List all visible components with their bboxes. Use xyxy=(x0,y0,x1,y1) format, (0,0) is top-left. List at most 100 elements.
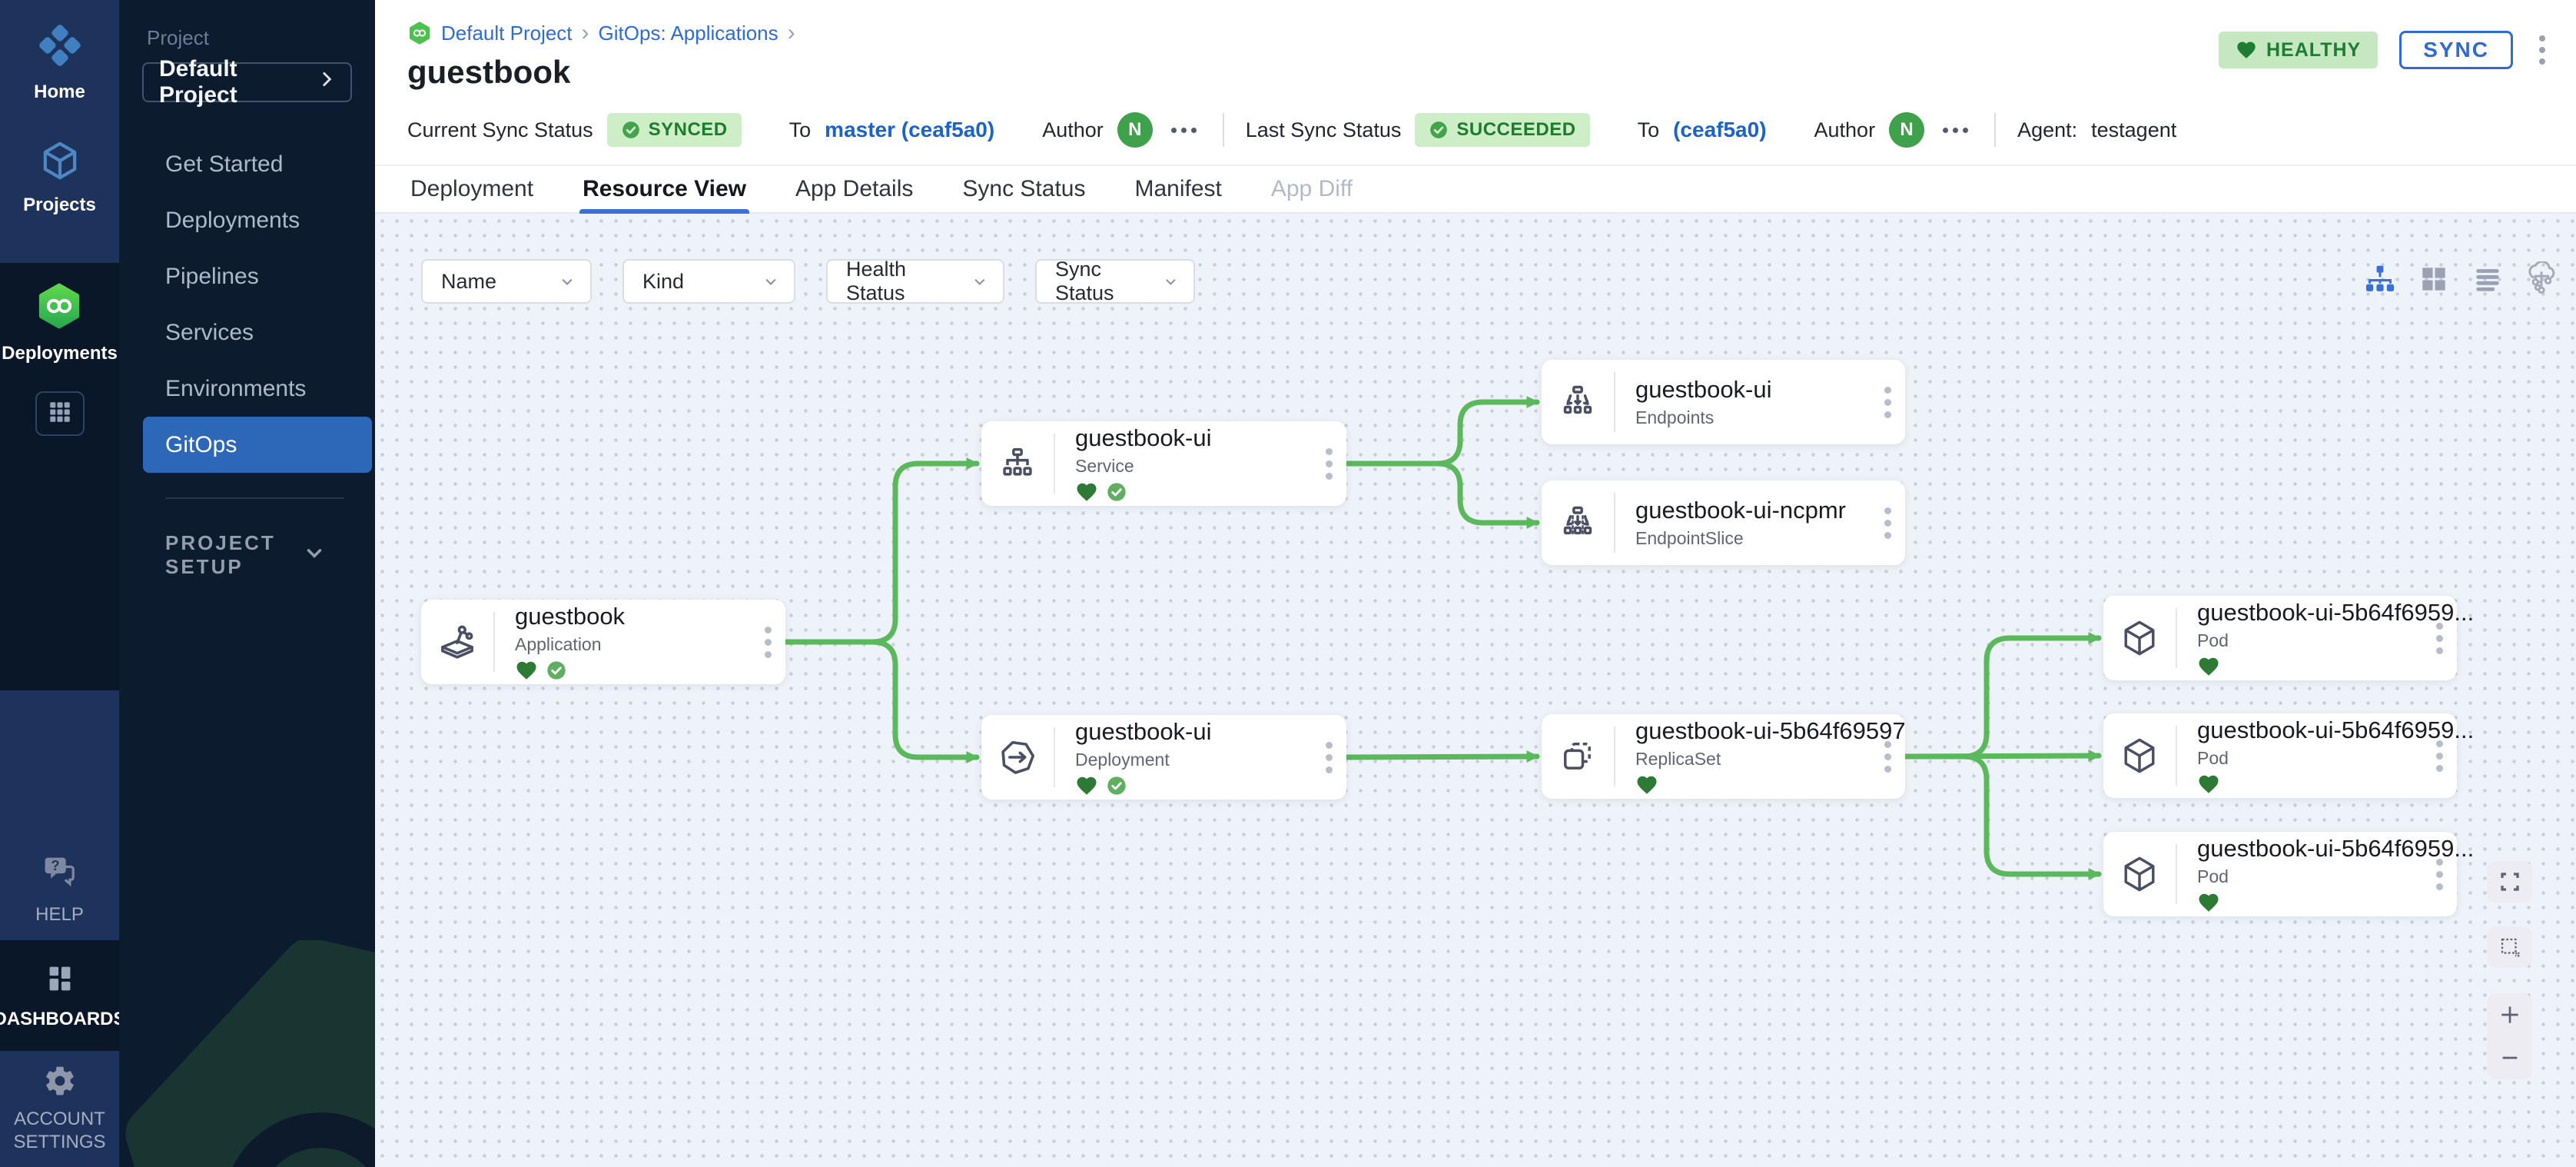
node-deployment-guestbook-ui[interactable]: guestbook-ui Deployment xyxy=(981,715,1346,800)
cube-icon xyxy=(38,139,81,186)
rail-item-account-settings[interactable]: ACCOUNT SETTINGS xyxy=(14,1064,106,1154)
rail-item-label: Deployments xyxy=(2,343,118,364)
node-service-guestbook-ui[interactable]: guestbook-ui Service xyxy=(981,421,1346,506)
tree-view-icon xyxy=(2365,265,2395,291)
node-pod-1[interactable]: guestbook-ui-5b64f6959... Pod xyxy=(2103,596,2474,680)
node-menu-button[interactable] xyxy=(1311,421,1346,506)
rail-item-dashboards[interactable]: DASHBOARDS xyxy=(0,961,126,1031)
resource-graph-canvas[interactable]: Name Kind Health Status Sync Status xyxy=(375,214,2576,1167)
grid-view-toggle[interactable] xyxy=(2416,261,2452,297)
app-tabs: Deployment Resource View App Details Syn… xyxy=(375,165,2576,214)
healthy-heart-icon xyxy=(2199,657,2219,676)
breadcrumb-link-gitops-applications[interactable]: GitOps: Applications xyxy=(598,21,778,45)
sidebar-item-services[interactable]: Services xyxy=(143,304,372,361)
network-view-toggle[interactable] xyxy=(2524,261,2559,297)
node-menu-button[interactable] xyxy=(2422,832,2457,916)
node-menu-button[interactable] xyxy=(2422,596,2457,680)
healthy-heart-icon xyxy=(1077,776,1097,795)
node-pod-3[interactable]: guestbook-ui-5b64f6959... Pod xyxy=(2103,832,2475,916)
node-menu-button[interactable] xyxy=(1311,715,1346,800)
dashboards-icon xyxy=(42,961,78,1000)
tab-deployment[interactable]: Deployment xyxy=(410,176,534,201)
author-avatar[interactable]: N xyxy=(1117,112,1153,148)
tab-sync-status[interactable]: Sync Status xyxy=(962,176,1086,201)
sidebar-item-gitops[interactable]: GitOps xyxy=(143,417,372,473)
node-menu-button[interactable] xyxy=(1870,360,1905,444)
endpointslice-icon xyxy=(1542,480,1614,565)
node-menu-button[interactable] xyxy=(750,600,785,684)
check-circle-icon xyxy=(1429,120,1449,140)
tab-resource-view[interactable]: Resource View xyxy=(579,166,749,214)
resource-kind: Service xyxy=(1075,455,1134,476)
rail-item-home[interactable]: Home xyxy=(34,22,85,104)
node-endpoints-guestbook-ui[interactable]: guestbook-ui Endpoints xyxy=(1542,360,1905,444)
to-label: To xyxy=(1637,118,1660,141)
page-title: guestbook xyxy=(407,54,571,90)
node-endpointslice-guestbook-ui-ncpmr[interactable]: guestbook-ui-ncpmr EndpointSlice xyxy=(1542,480,1905,565)
commit-details-button[interactable] xyxy=(1938,123,1973,138)
node-application-guestbook[interactable]: guestbook Application xyxy=(421,600,785,684)
filter-kind[interactable]: Kind xyxy=(622,259,795,304)
resource-name: guestbook-ui-5b64f6959... xyxy=(2197,834,2475,862)
rail-item-projects[interactable]: Projects xyxy=(23,139,96,217)
module-switcher-button[interactable] xyxy=(35,391,85,436)
chevron-down-icon xyxy=(1166,279,1176,285)
project-selector[interactable]: Default Project xyxy=(142,56,352,108)
sidebar-item-label: GitOps xyxy=(165,431,237,457)
sidebar-item-pipelines[interactable]: Pipelines xyxy=(143,248,372,304)
graph-filterbar: Name Kind Health Status Sync Status xyxy=(421,258,1195,304)
tab-app-details[interactable]: App Details xyxy=(795,176,914,201)
resource-name: guestbook-ui xyxy=(1075,717,1212,745)
select-area-button[interactable] xyxy=(2487,926,2532,968)
breadcrumb-separator: › xyxy=(787,20,795,45)
rail-item-label: Projects xyxy=(23,194,96,215)
zoom-out-button[interactable] xyxy=(2498,1046,2522,1070)
pod-icon xyxy=(2103,596,2176,680)
list-view-toggle[interactable] xyxy=(2470,261,2505,297)
rail-item-label: DASHBOARDS xyxy=(0,1008,126,1029)
chevron-down-icon xyxy=(303,541,326,570)
node-menu-button[interactable] xyxy=(1870,480,1905,565)
sidebar-item-get-started[interactable]: Get Started xyxy=(143,136,372,192)
project-selector-value: Default Project xyxy=(159,56,237,108)
filter-health-status[interactable]: Health Status xyxy=(826,258,1004,304)
project-setup-toggle[interactable]: PROJECT SETUP xyxy=(165,531,326,579)
author-avatar[interactable]: N xyxy=(1889,112,1925,148)
sync-button[interactable]: SYNC xyxy=(2399,31,2513,69)
tree-view-toggle[interactable] xyxy=(2362,261,2398,297)
sidebar-item-deployments[interactable]: Deployments xyxy=(143,192,372,248)
application-icon xyxy=(421,600,493,684)
filter-name[interactable]: Name xyxy=(421,259,592,304)
tab-manifest[interactable]: Manifest xyxy=(1134,176,1222,201)
commit-details-button[interactable] xyxy=(1167,123,1201,138)
grid-9-icon xyxy=(47,399,73,429)
node-menu-button[interactable] xyxy=(1870,714,1905,799)
node-replicaset-guestbook-ui-5b64f69597[interactable]: guestbook-ui-5b64f69597 ReplicaSet xyxy=(1542,714,1906,799)
resource-kind: EndpointSlice xyxy=(1635,528,1744,548)
zoom-in-button[interactable] xyxy=(2498,1002,2522,1027)
tab-app-diff: App Diff xyxy=(1270,176,1353,201)
healthy-heart-icon xyxy=(2199,893,2219,912)
current-revision-link[interactable]: master (ceaf5a0) xyxy=(825,118,995,141)
sidebar-item-label: Services xyxy=(165,319,254,345)
succeeded-badge-label: SUCCEEDED xyxy=(1456,119,1576,140)
fit-to-screen-button[interactable] xyxy=(2487,861,2532,903)
agent-label: Agent: xyxy=(2017,118,2078,141)
sidebar-item-environments[interactable]: Environments xyxy=(143,361,372,417)
sidebar-item-label: Deployments xyxy=(165,207,300,233)
health-status-label: HEALTHY xyxy=(2266,38,2362,61)
rail-item-help[interactable]: ? HELP xyxy=(35,852,84,926)
rail-item-deployments[interactable]: Deployments xyxy=(2,281,118,365)
filter-sync-status[interactable]: Sync Status xyxy=(1035,258,1195,304)
rail-item-label: ACCOUNT SETTINGS xyxy=(13,1109,106,1152)
last-revision-link[interactable]: (ceaf5a0) xyxy=(1673,118,1767,141)
resource-name: guestbook-ui-5b64f69597 xyxy=(1635,716,1906,744)
node-menu-button[interactable] xyxy=(2422,713,2457,798)
resource-kind: Pod xyxy=(2197,866,2229,886)
resource-kind: ReplicaSet xyxy=(1635,748,1721,769)
heart-icon xyxy=(2236,39,2257,61)
node-pod-2[interactable]: guestbook-ui-5b64f6959... Pod xyxy=(2103,713,2474,798)
main-content: Default Project › GitOps: Applications ›… xyxy=(375,0,2576,1167)
breadcrumb-link-project[interactable]: Default Project xyxy=(441,21,573,45)
app-menu-button[interactable] xyxy=(2535,31,2550,69)
